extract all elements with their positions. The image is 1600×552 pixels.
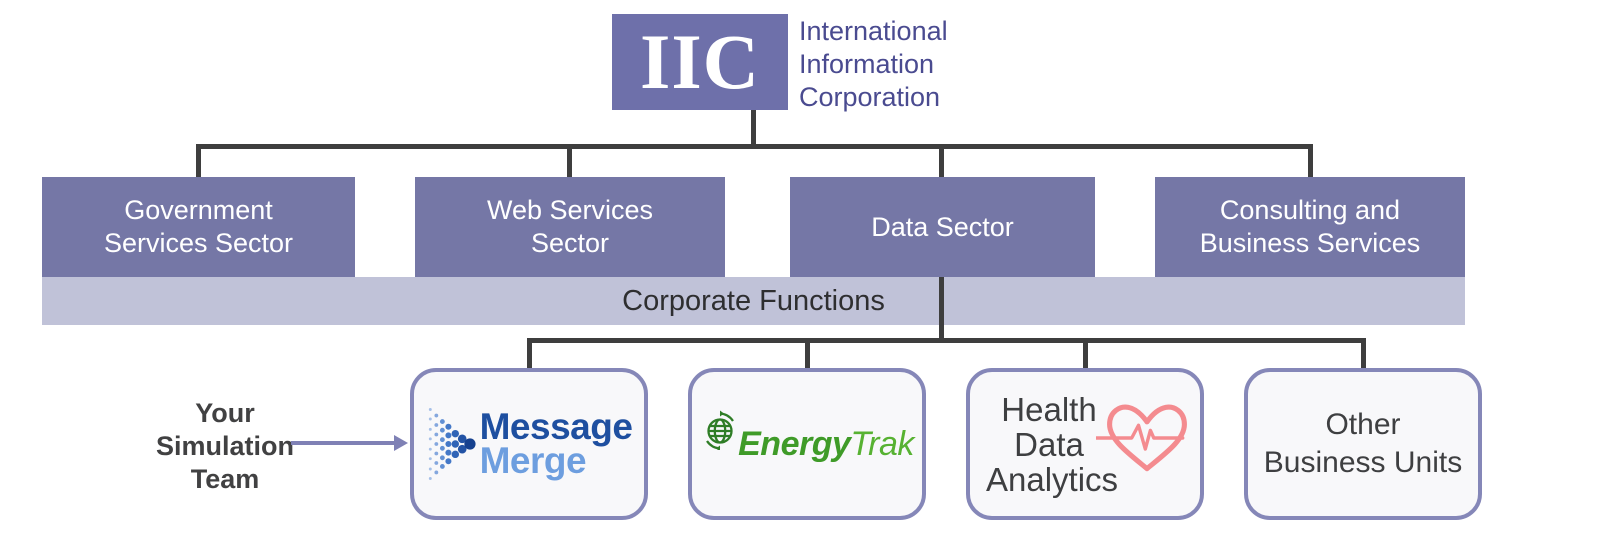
sector-box-government-services: Government Services Sector (42, 177, 355, 277)
unit-card-health-data-analytics: Health Data Analytics (966, 368, 1204, 520)
connector-line (939, 277, 944, 343)
energy-word: Energy (738, 424, 851, 463)
other-business-units-label: Other Business Units (1264, 406, 1462, 482)
unit-card-message-merge: Message Merge (410, 368, 648, 520)
message-merge-logo: Message Merge (426, 398, 633, 490)
annotation-line: Simulation (155, 431, 294, 461)
sector-label-line: Consulting and (1219, 195, 1401, 225)
arrow-icon (291, 435, 408, 451)
corporate-functions-bar: Corporate Functions (42, 277, 1465, 325)
merge-word: Merge (479, 440, 587, 481)
sector-label-line: Web Services (486, 195, 654, 225)
company-name-line: Information (799, 49, 935, 79)
corporate-functions-label: Corporate Functions (622, 284, 885, 317)
other-line: Business Units (1263, 446, 1463, 479)
sector-label-line: Government (124, 195, 273, 225)
connector-line (196, 144, 1313, 149)
energytrak-logo: Energy Trak (700, 410, 914, 464)
sector-label-line: Data Sector (871, 211, 1014, 242)
sector-label-line: Business Services (1199, 228, 1421, 258)
health-data-analytics-wordmark: Health Data Analytics (986, 390, 1119, 498)
unit-card-energytrak: Energy Trak (688, 368, 926, 520)
connector-line (567, 144, 572, 178)
connector-line (527, 338, 1366, 343)
company-name: International Information Corporation (799, 15, 948, 114)
sector-label-line: Services Sector (103, 228, 294, 258)
iic-acronym: IIC (639, 18, 761, 105)
heart-ekg-icon (1096, 404, 1187, 472)
connector-line (751, 110, 756, 149)
unit-card-other-business-units: Other Business Units (1244, 368, 1482, 520)
connector-line (1083, 338, 1088, 370)
dot-arrow-icon (428, 408, 476, 480)
connector-line (196, 144, 201, 178)
sector-box-data-sector: Data Sector (790, 177, 1095, 277)
message-merge-wordmark: Message Merge (479, 405, 633, 481)
sector-label-line: Sector (530, 228, 610, 258)
analytics-line: Analytics (986, 460, 1119, 498)
connector-line (1361, 338, 1366, 370)
connector-line (1308, 144, 1313, 178)
your-simulation-team-label: Your Simulation Team (130, 397, 320, 496)
connector-line (527, 338, 532, 370)
iic-logo: IIC (612, 14, 788, 110)
connector-line (805, 338, 810, 370)
other-line: Other (1325, 408, 1401, 441)
annotation-line: Your (195, 398, 255, 428)
message-word: Message (479, 405, 633, 447)
sector-box-consulting-business-services: Consulting and Business Services (1155, 177, 1465, 277)
company-name-line: International (799, 16, 948, 46)
data-line: Data (1014, 425, 1084, 463)
connector-line (939, 144, 944, 178)
health-line: Health (1001, 390, 1097, 428)
trak-word: Trak (850, 424, 914, 463)
annotation-line: Team (190, 464, 260, 494)
globe-icon (706, 410, 735, 450)
company-name-line: Corporation (799, 82, 941, 112)
sector-box-web-services: Web Services Sector (415, 177, 725, 277)
